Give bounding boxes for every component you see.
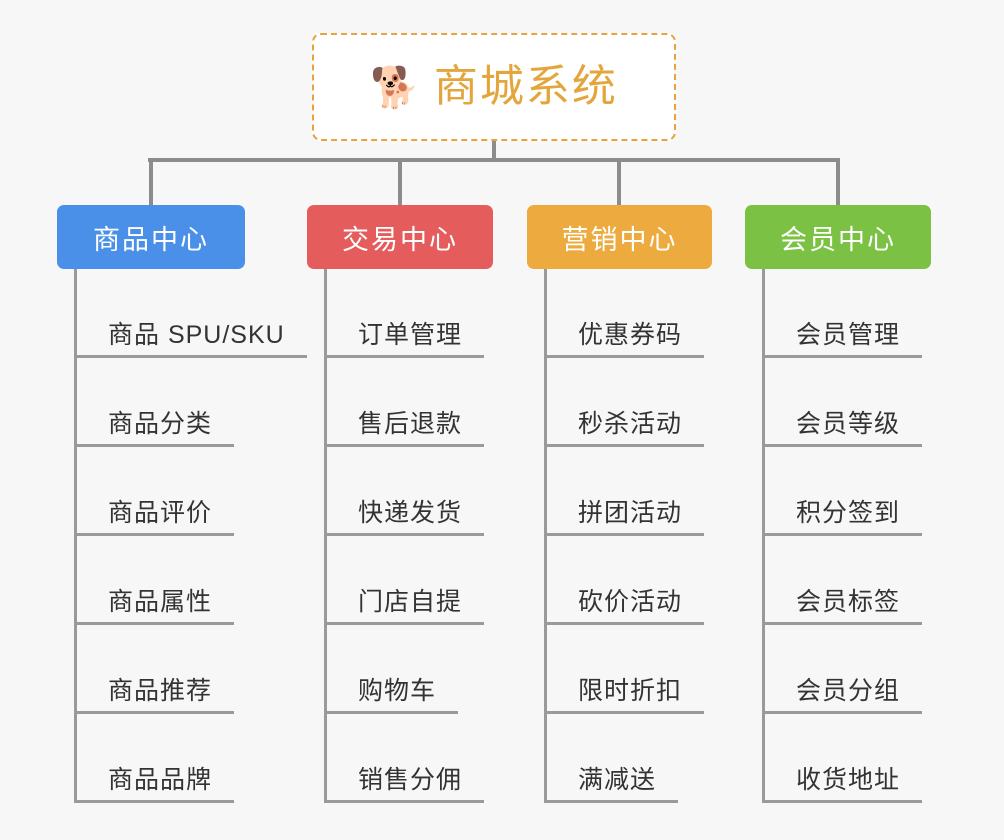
list-item[interactable]: 商品 SPU/SKU xyxy=(74,269,307,358)
list-item[interactable]: 会员标签 xyxy=(762,536,923,625)
branch-spine xyxy=(324,269,327,803)
branch-column-交易中心: 交易中心 订单管理 售后退款 快递发货 门店自提 购物车 销售分佣 xyxy=(307,158,493,803)
leaf-label: 砍价活动 xyxy=(544,588,705,625)
connector-stub xyxy=(617,158,621,205)
leaf-label: 积分签到 xyxy=(762,499,923,536)
list-item[interactable]: 优惠券码 xyxy=(544,269,705,358)
list-item[interactable]: 会员等级 xyxy=(762,358,923,447)
list-item[interactable]: 秒杀活动 xyxy=(544,358,705,447)
list-item[interactable]: 限时折扣 xyxy=(544,625,705,714)
leaf-label: 售后退款 xyxy=(324,410,485,447)
root-node-商城系统[interactable]: 🐕 商城系统 xyxy=(312,33,676,141)
list-item[interactable]: 积分签到 xyxy=(762,447,923,536)
branch-header-营销中心[interactable]: 营销中心 xyxy=(527,205,712,269)
leaf-label: 满减送 xyxy=(544,766,679,803)
list-item[interactable]: 商品推荐 xyxy=(74,625,307,714)
leaf-label: 购物车 xyxy=(324,677,459,714)
leaf-label: 销售分佣 xyxy=(324,766,485,803)
leaf-label: 优惠券码 xyxy=(544,321,705,358)
leaf-label: 收货地址 xyxy=(762,766,923,803)
list-item[interactable]: 订单管理 xyxy=(324,269,485,358)
leaf-label: 秒杀活动 xyxy=(544,410,705,447)
list-item[interactable]: 购物车 xyxy=(324,625,484,714)
root-title: 商城系统 xyxy=(433,62,618,111)
leaf-list: 订单管理 售后退款 快递发货 门店自提 购物车 销售分佣 xyxy=(324,269,485,803)
list-item[interactable]: 砍价活动 xyxy=(544,536,705,625)
branch-column-营销中心: 营销中心 优惠券码 秒杀活动 拼团活动 砍价活动 限时折扣 满减送 xyxy=(527,158,712,803)
branch-header-会员中心[interactable]: 会员中心 xyxy=(745,205,931,269)
list-item[interactable]: 快递发货 xyxy=(324,447,485,536)
list-item[interactable]: 商品评价 xyxy=(74,447,307,536)
leaf-list: 商品 SPU/SKU 商品分类 商品评价 商品属性 商品推荐 商品品牌 xyxy=(74,269,307,803)
leaf-label: 商品分类 xyxy=(74,410,235,447)
connector-stub xyxy=(836,158,840,205)
list-item[interactable]: 商品属性 xyxy=(74,536,307,625)
leaf-label: 会员管理 xyxy=(762,321,923,358)
connector-stub xyxy=(149,158,153,205)
leaf-label: 门店自提 xyxy=(324,588,485,625)
branch-column-商品中心: 商品中心 商品 SPU/SKU 商品分类 商品评价 商品属性 商品推荐 商品品牌 xyxy=(57,158,307,803)
connector-bus xyxy=(148,158,840,162)
list-item[interactable]: 售后退款 xyxy=(324,358,485,447)
leaf-label: 商品评价 xyxy=(74,499,235,536)
branch-spine xyxy=(74,269,77,803)
leaf-label: 商品推荐 xyxy=(74,677,235,714)
list-item[interactable]: 商品分类 xyxy=(74,358,307,447)
leaf-list: 优惠券码 秒杀活动 拼团活动 砍价活动 限时折扣 满减送 xyxy=(544,269,705,803)
branch-column-会员中心: 会员中心 会员管理 会员等级 积分签到 会员标签 会员分组 收货地址 xyxy=(745,158,931,803)
branch-spine xyxy=(762,269,765,803)
list-item[interactable]: 销售分佣 xyxy=(324,714,485,803)
list-item[interactable]: 满减送 xyxy=(544,714,704,803)
list-item[interactable]: 收货地址 xyxy=(762,714,923,803)
list-item[interactable]: 门店自提 xyxy=(324,536,485,625)
list-item[interactable]: 会员管理 xyxy=(762,269,923,358)
leaf-label: 会员标签 xyxy=(762,588,923,625)
leaf-list: 会员管理 会员等级 积分签到 会员标签 会员分组 收货地址 xyxy=(762,269,923,803)
leaf-label: 限时折扣 xyxy=(544,677,705,714)
leaf-label: 拼团活动 xyxy=(544,499,705,536)
shiba-dog-face-icon: 🐕 xyxy=(370,66,420,110)
leaf-label: 商品属性 xyxy=(74,588,235,625)
leaf-label: 会员分组 xyxy=(762,677,923,714)
branch-spine xyxy=(544,269,547,803)
leaf-label: 商品 SPU/SKU xyxy=(74,321,307,358)
leaf-label: 订单管理 xyxy=(324,321,485,358)
list-item[interactable]: 拼团活动 xyxy=(544,447,705,536)
branch-header-商品中心[interactable]: 商品中心 xyxy=(57,205,245,269)
connector-trunk xyxy=(492,141,496,162)
branch-header-交易中心[interactable]: 交易中心 xyxy=(307,205,493,269)
list-item[interactable]: 会员分组 xyxy=(762,625,923,714)
leaf-label: 会员等级 xyxy=(762,410,923,447)
connector-stub xyxy=(398,158,402,205)
list-item[interactable]: 商品品牌 xyxy=(74,714,307,803)
leaf-label: 商品品牌 xyxy=(74,766,235,803)
leaf-label: 快递发货 xyxy=(324,499,485,536)
